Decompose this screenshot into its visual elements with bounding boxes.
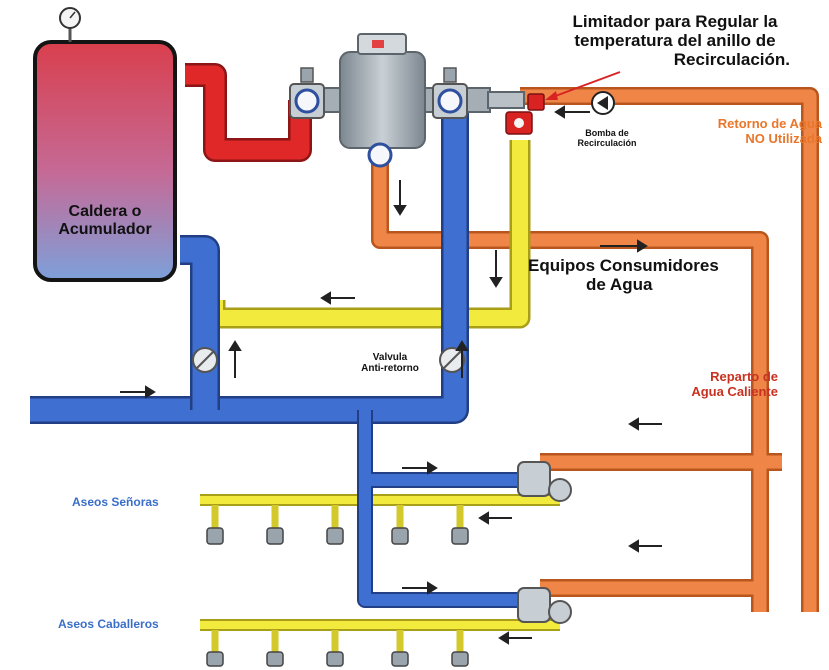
limiter-label: Limitador para Regular la temperatura de…	[560, 12, 791, 70]
consumers-label-line-1: Equipos Consumidores	[528, 256, 719, 275]
hot-distribution-label-line-1: Reparto de	[710, 369, 778, 384]
check-valve-label-line-2: Anti-retorno	[361, 363, 419, 375]
boiler-label-line-2: Acumulador	[58, 220, 152, 238]
mixer-valve-upper	[517, 461, 572, 502]
check-valve-icon	[192, 347, 465, 373]
mixing-valve	[299, 33, 525, 149]
gauge-left	[289, 67, 325, 119]
consumers-label: Equipos Consumidores de Agua	[528, 256, 719, 294]
unused-return-label: Retorno de Agua NO Utilizada	[664, 116, 822, 146]
limiter-label-line-3: Recirculación.	[673, 50, 790, 70]
gauge-right	[432, 67, 468, 119]
limiter-label-line-2: temperatura del anillo de	[574, 31, 776, 51]
shower-head-icon	[206, 527, 469, 667]
boiler-label-line-1: Caldera o	[68, 203, 142, 220]
pump-label: Bomba de Recirculación	[562, 128, 652, 148]
flow-arrow-icon	[120, 105, 662, 645]
hot-supply-pipe	[185, 63, 312, 162]
unused-return-label-line-2: NO Utilizada	[745, 130, 822, 146]
gauge-bottom	[367, 142, 393, 168]
mens-restroom-label: Aseos Caballeros	[58, 617, 159, 631]
unused-return-label-line-1: Retorno de Agua	[717, 116, 822, 131]
pump-label-line-2: Recirculación	[577, 138, 637, 149]
boiler-label: Caldera o Acumulador	[42, 203, 168, 239]
womens-restroom-label: Aseos Señoras	[72, 495, 159, 509]
pressure-gauge-icon	[59, 7, 81, 29]
hot-distribution-label-line-2: Agua Caliente	[691, 383, 778, 399]
pump-icon	[591, 91, 615, 115]
mixed-supply-pipes	[200, 140, 560, 652]
limiter-label-line-1: Limitador para Regular la	[572, 12, 778, 31]
pump-label-line-1: Bomba de	[585, 128, 629, 138]
check-valve-label: Valvula Anti-retorno	[350, 352, 430, 374]
check-valve-label-line-1: Valvula	[372, 352, 408, 363]
hot-distribution-label: Reparto de Agua Caliente	[660, 369, 778, 399]
boiler-tank	[33, 40, 177, 282]
mixer-valve-lower	[517, 587, 572, 624]
consumers-label-line-2: de Agua	[586, 275, 653, 295]
limiter-valve-icon	[505, 93, 545, 135]
